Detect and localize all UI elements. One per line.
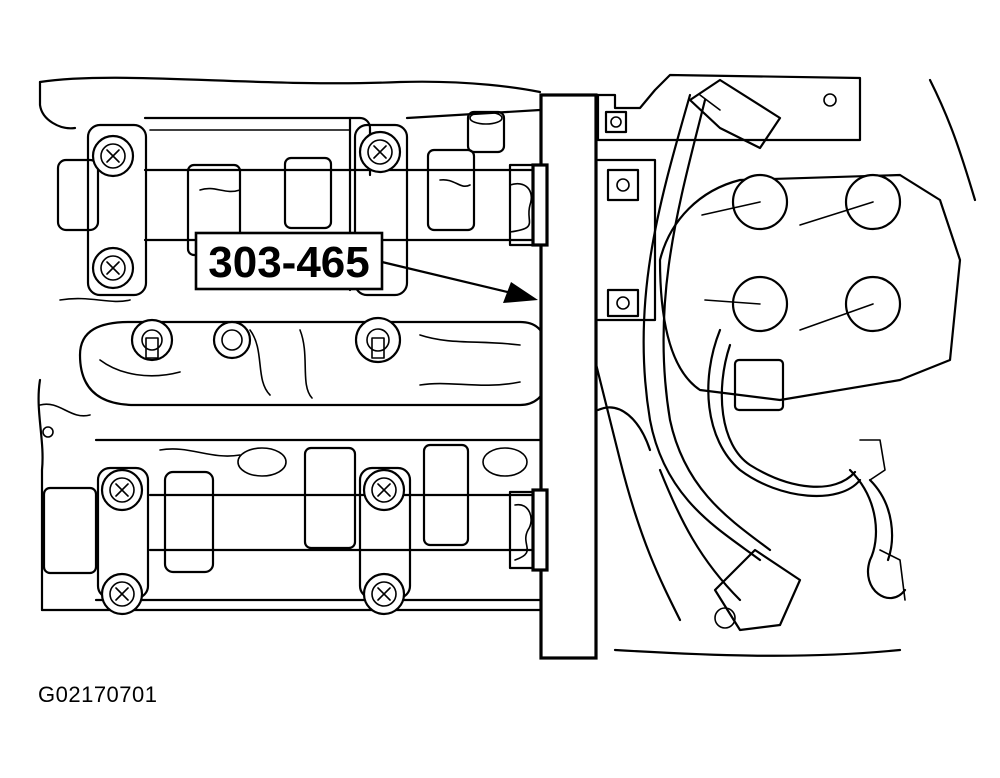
tool-lower-tab — [531, 488, 549, 572]
top-connector — [688, 78, 782, 150]
special-tool-plate — [539, 93, 598, 660]
lower-bolt-4 — [362, 572, 406, 616]
lower-connector — [713, 548, 802, 632]
tool-upper-tab — [531, 163, 549, 247]
leader-line — [381, 260, 517, 296]
lower-camshaft — [42, 438, 550, 602]
leader-arrowhead — [503, 282, 538, 303]
lower-bolt-2 — [100, 572, 144, 616]
callout-label: 303-465 — [208, 238, 369, 287]
upper-bolt-1 — [91, 134, 135, 178]
spark-plug-wires — [642, 93, 907, 602]
ignition-coil — [658, 173, 962, 412]
upper-bolt-2 — [91, 246, 135, 290]
lower-bolt-1 — [100, 468, 144, 512]
right-edge-detail — [613, 78, 977, 657]
figure-id: G02170701 — [38, 682, 158, 707]
spark-plug-1 — [130, 318, 174, 362]
lower-bolt-3 — [362, 468, 406, 512]
callout-box — [194, 231, 384, 291]
center-bolt — [212, 320, 252, 360]
coil-bracket — [588, 73, 862, 622]
upper-bolt-3 — [358, 130, 402, 174]
spark-plug-2 — [354, 316, 402, 364]
